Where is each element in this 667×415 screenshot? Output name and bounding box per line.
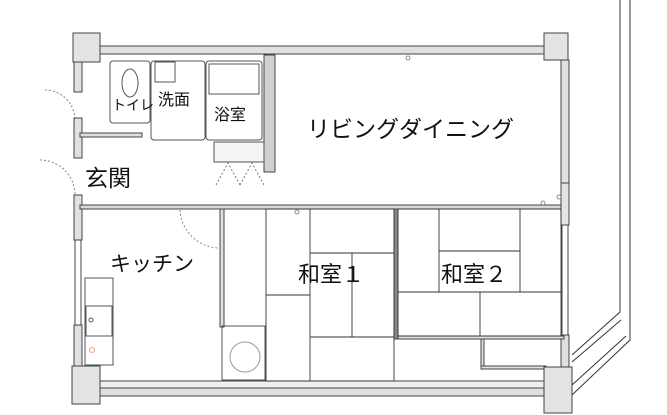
outlet-icon (294, 209, 300, 215)
balcony-rail-outer (571, 0, 631, 396)
outlet-icon (540, 200, 546, 206)
columns (71, 32, 573, 414)
label-toilet: トイレ (112, 98, 154, 114)
ldk-partition (263, 54, 276, 173)
label-washitsu2: 和室２ (441, 263, 507, 288)
mid-wall (79, 204, 565, 210)
toilet-door-arc (44, 89, 76, 121)
outlet-icon (405, 55, 411, 61)
tatami (265, 208, 562, 382)
left-wall-mid (73, 117, 83, 159)
folding-door (215, 161, 265, 186)
balcony-rail-inner (571, 0, 621, 356)
label-living-dining: リビングダイニング (307, 117, 514, 143)
balcony-rail-inner3 (571, 335, 627, 386)
washitsu2 (397, 208, 562, 337)
left-window (74, 239, 82, 326)
column-bottom-right (543, 366, 573, 414)
bottom-frame (99, 380, 546, 389)
label-washroom: 洗面 (158, 90, 190, 109)
entrance-wall (79, 132, 143, 138)
right-wall-lower (560, 334, 570, 368)
left-wall-lower (73, 194, 83, 241)
right-wall-upper (560, 59, 570, 186)
balcony-rail-inner2 (571, 319, 622, 363)
washbasin (154, 61, 176, 83)
closet-bottom (480, 365, 547, 370)
column-bottom-left (71, 365, 101, 405)
balcony (571, 0, 631, 396)
top-wall (99, 45, 546, 55)
left-wall-upper (73, 61, 83, 93)
washroom-box (150, 60, 206, 141)
sink-drain (88, 317, 94, 323)
outlets (294, 55, 562, 215)
label-kitchen: キッチン (110, 252, 194, 276)
column-right-mid (560, 182, 570, 226)
kitchen-partition (219, 208, 225, 328)
toilet-booth (109, 60, 151, 124)
bathtub (208, 63, 260, 95)
label-washitsu1: 和室１ (298, 263, 364, 288)
washing-machine (229, 341, 261, 373)
washing-machine-box (221, 325, 266, 381)
toilet-bowl (121, 68, 139, 98)
left-wall-bottom (73, 324, 83, 368)
walls (73, 45, 570, 397)
outlet-icon (556, 194, 562, 200)
stove-mark (89, 347, 95, 353)
bath-door (213, 141, 265, 163)
label-bathroom: 浴室 (214, 105, 246, 124)
label-entrance: 玄関 (85, 166, 131, 192)
fixtures (39, 60, 266, 381)
room-labels: トイレ 洗面 浴室 リビングダイニング 玄関 キッチン 和室１ 和室２ (85, 90, 514, 288)
washitsu-partition (393, 208, 399, 340)
entrance-door-arc (39, 159, 76, 196)
column-top-right (543, 32, 569, 61)
kitchen-door-arc (179, 209, 221, 249)
bottom-wall (99, 387, 546, 397)
bath-box (205, 60, 263, 141)
kitchen-sink (85, 305, 113, 337)
right-window (561, 224, 569, 336)
column-top-left (72, 32, 101, 63)
closet-wall (480, 338, 485, 370)
